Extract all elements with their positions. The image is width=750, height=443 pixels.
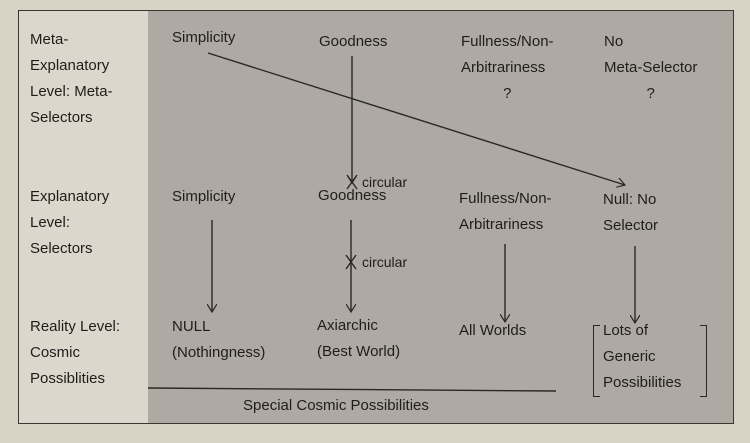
label-line: Cosmic — [30, 344, 81, 361]
text-line: NULL — [172, 318, 211, 335]
explanatory-level-label: Explanatory Level: Selectors — [30, 184, 109, 262]
label-line: Level: — [30, 214, 71, 231]
text-line: Fullness/Non- — [459, 190, 552, 207]
reality-axiarchic: Axiarchic (Best World) — [317, 313, 400, 365]
selector-null: Null: No Selector — [603, 187, 658, 239]
label-line: Selectors — [30, 240, 93, 257]
text-line: Null: No — [603, 191, 657, 208]
x-mark-icon — [346, 174, 358, 190]
label-line: Explanatory — [30, 188, 110, 205]
text-line: Arbitrariness — [459, 216, 544, 233]
label-line: Possiblities — [30, 370, 106, 387]
meta-no-selector: No Meta-Selector ? — [604, 29, 697, 107]
special-possibilities-line — [147, 387, 557, 392]
question-mark: ? — [646, 85, 655, 102]
text-line: Meta-Selector — [604, 59, 698, 76]
reality-null: NULL (Nothingness) — [172, 314, 265, 366]
text-line: (Best World) — [317, 343, 401, 360]
label-line: Reality Level: — [30, 318, 121, 335]
circular-label-2: circular — [362, 254, 408, 270]
label-line: Level: Meta- — [30, 83, 113, 100]
selector-fullness: Fullness/Non- Arbitrariness — [459, 186, 552, 238]
text-line: Axiarchic — [317, 317, 378, 334]
label-line: Explanatory — [30, 57, 110, 74]
x-mark-icon — [345, 254, 357, 270]
label-line: Meta- — [30, 31, 69, 48]
question-mark: ? — [503, 85, 512, 102]
meta-goodness: Goodness — [319, 33, 388, 50]
text-line: Possibilities — [603, 374, 682, 391]
left-bracket — [593, 325, 600, 397]
meta-fullness: Fullness/Non- Arbitrariness ? — [461, 29, 554, 107]
text-line: Lots of — [603, 322, 649, 339]
selector-simplicity: Simplicity — [172, 188, 236, 205]
meta-level-label: Meta- Explanatory Level: Meta- Selectors — [30, 27, 113, 131]
reality-level-label: Reality Level: Cosmic Possiblities — [30, 314, 120, 392]
text-line: No — [604, 33, 624, 50]
shaded-region — [148, 11, 733, 423]
reality-generic: Lots of Generic Possibilities — [603, 318, 681, 396]
text-line: (Nothingness) — [172, 344, 266, 361]
label-line: Selectors — [30, 109, 93, 126]
text-line: Selector — [603, 217, 659, 234]
special-cosmic-possibilities-label: Special Cosmic Possibilities — [243, 397, 429, 414]
text-line: Generic — [603, 348, 656, 365]
meta-simplicity: Simplicity — [172, 29, 236, 46]
text-line: Fullness/Non- — [461, 33, 554, 50]
selector-goodness: Goodness — [318, 187, 387, 204]
reality-all-worlds: All Worlds — [459, 322, 527, 339]
right-bracket — [700, 325, 707, 397]
diagonal-arrow — [207, 52, 625, 185]
text-line: Arbitrariness — [461, 59, 546, 76]
circular-label-1: circular — [362, 174, 408, 190]
